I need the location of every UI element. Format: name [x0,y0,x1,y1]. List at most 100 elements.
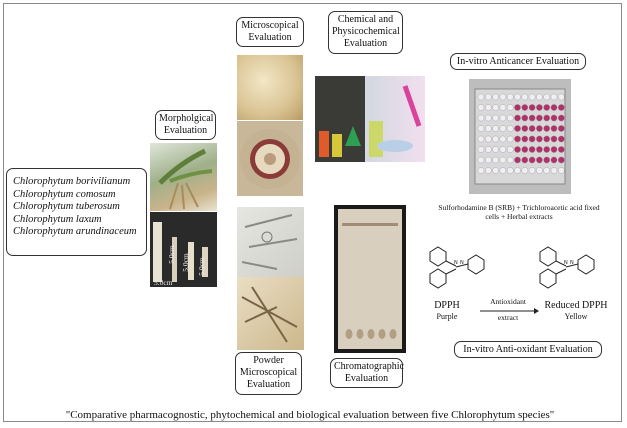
well [550,125,558,132]
well [558,146,565,153]
well [477,135,485,143]
well [521,146,529,153]
well [492,156,499,164]
well [550,93,558,101]
micrograph-section [237,121,303,196]
svg-text:N: N [460,260,464,266]
well [521,156,529,164]
well [543,135,550,143]
well [477,93,485,101]
plant-photo [150,143,217,211]
well [484,167,492,174]
tlc-spot [378,329,386,339]
well [550,167,558,174]
well [528,114,536,122]
well-plate-photo [469,79,571,194]
morphological-box: Morpholgical Evaluation [155,110,216,140]
species-item: Chlorophytum laxum [13,213,102,225]
scale-label: 5.0cm [196,257,206,276]
well [528,146,536,153]
well [558,104,565,111]
tlc-spot [356,329,364,339]
well [543,125,550,132]
species-item: Chlorophytum arundinaceum [13,226,137,237]
cross-section-drawing [240,129,300,189]
well [536,104,543,111]
well [477,104,485,111]
well [506,104,514,111]
well [514,167,521,174]
well [514,114,521,122]
well [521,104,529,111]
well [550,135,558,143]
well [550,146,558,153]
well [514,104,521,111]
product-color: Yellow [564,312,588,321]
antioxidant-box: In-vitro Anti-oxidant Evaluation [454,341,602,358]
scale-label: 5.0cm [180,253,190,272]
well [477,125,485,132]
species-item: Chlorophytum comosum [13,188,116,200]
well [528,167,536,174]
well [536,125,543,132]
well [499,146,507,153]
tlc-plate-drawing [338,209,402,349]
reactant-color: Purple [436,312,458,321]
well [499,125,507,132]
well [499,104,507,111]
species-list: Chlorophytum borivilianum Chlorophytum c… [6,168,147,256]
well [492,93,499,101]
well [550,156,558,164]
powder-micrograph-top [237,207,304,277]
well [499,167,507,174]
well [514,125,521,132]
chemical-box: Chemical and Physicochemical Evaluation [328,11,403,54]
well [543,104,550,111]
well [558,135,565,143]
well [484,104,492,111]
well [543,156,550,164]
well [506,114,514,122]
tlc-spot [389,329,397,339]
well [521,167,529,174]
well [492,114,499,122]
powder-micrograph-bottom [237,277,304,350]
arrow-label-top: Antioxidant [490,297,526,306]
species-item: Chlorophytum tuberosum [13,201,120,212]
well [536,146,543,153]
well [499,135,507,143]
product-label: Reduced DPPH [544,300,608,311]
well [536,114,543,122]
well [558,93,565,101]
well [528,156,536,164]
well [521,125,529,132]
well [499,114,507,122]
well [558,167,565,174]
well [484,146,492,153]
well [521,114,529,122]
svg-text:N: N [564,260,568,266]
well [543,114,550,122]
well [506,135,514,143]
well [484,135,492,143]
powder-drawing-2 [241,286,298,343]
well [558,125,565,132]
scale-label: 5.0cm [166,245,176,264]
well [521,135,529,143]
well [521,93,529,101]
figure-frame [3,3,622,422]
well [477,156,485,164]
well [499,93,507,101]
well [477,114,485,122]
glassware-photo [315,76,425,162]
well [499,156,507,164]
arrow-label-bottom: extract [497,313,519,322]
svg-text:N: N [570,260,574,266]
micrograph-top [237,55,303,120]
anticancer-box: In-vitro Anticancer Evaluation [450,53,586,70]
well [484,125,492,132]
well [506,146,514,153]
well [506,125,514,132]
glassware-drawing [315,76,422,162]
well [550,104,558,111]
